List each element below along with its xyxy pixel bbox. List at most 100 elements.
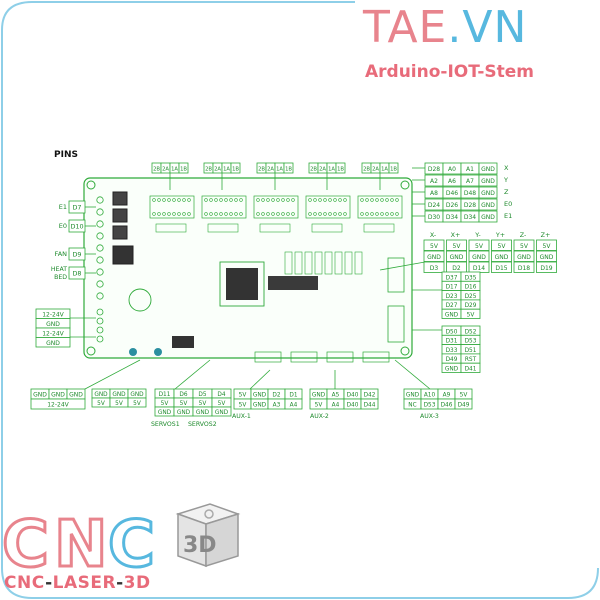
endstops: X-5VGNDD3X+5VGNDD2Y-5VGNDD14Y+5VGNDD15Z-…	[423, 231, 557, 273]
logo-caption-1: CNC	[4, 573, 46, 593]
aux2-header-pin: 5V	[315, 403, 323, 409]
stepper-pin: A6	[448, 178, 456, 185]
left-output-label: BED	[54, 274, 67, 281]
socket-pin	[204, 198, 208, 202]
stepper-axis-label: E1	[504, 212, 512, 220]
endstop-connector	[294, 251, 303, 275]
servo-pin: 5V	[133, 401, 141, 407]
servos2-label: SERVOS2	[188, 421, 217, 428]
power-input-label: GND	[46, 340, 60, 347]
stepper-pin: GND	[481, 214, 495, 221]
jumper-pin-label-cell	[283, 162, 294, 174]
servo-pin: GND	[196, 410, 210, 416]
socket-pin	[204, 212, 208, 216]
jumper-pin-label: 2B	[258, 167, 265, 173]
aux3-pin: D33	[446, 348, 458, 354]
aux3-bottom-header-pin: GND	[406, 393, 420, 399]
aux3-pin: D51	[465, 348, 477, 354]
aux-connector	[326, 351, 354, 363]
endstop-pin-cell	[491, 239, 512, 251]
socket-pin	[286, 198, 290, 202]
board-components	[96, 191, 405, 363]
endstop-connector	[284, 251, 293, 275]
cnc-logo-letters: C N C	[1, 507, 157, 584]
endstop-pin: GND	[517, 254, 531, 261]
socket-pin	[239, 212, 243, 216]
stepper-pin: D48	[464, 190, 476, 197]
aux1-header-pin: D1	[289, 393, 297, 399]
socket-pin	[261, 198, 265, 202]
stepper-pin: D46	[446, 190, 458, 197]
socket-pin	[167, 212, 171, 216]
socket-pin	[256, 212, 260, 216]
aux2-header-pin: A5	[332, 393, 340, 399]
mosfet	[112, 225, 128, 240]
aux3-bottom-header-label: AUX-3	[420, 413, 439, 420]
socket-pin	[234, 212, 238, 216]
left-output-pin-cell	[68, 266, 86, 280]
socket-pin	[172, 212, 176, 216]
aux3-pin: D53	[465, 339, 477, 345]
power-input-label: 12-24V	[42, 311, 64, 318]
socket-pin	[172, 198, 176, 202]
jumper-pin-label: 2B	[363, 167, 370, 173]
endstop-pin-cell	[513, 261, 535, 273]
endstop-pin: 5V	[543, 243, 552, 250]
aux3-connector	[387, 305, 405, 343]
left-output-pin: D8	[73, 270, 82, 278]
aux4-connector	[387, 257, 405, 293]
led	[129, 348, 137, 356]
socket-pin	[224, 212, 228, 216]
aux3-pin-cell	[460, 362, 481, 373]
screw-terminal	[96, 232, 104, 240]
jumper-pin-label: 1B	[232, 167, 239, 173]
servo-pin: D6	[179, 392, 187, 398]
jumper-pin-label: 2A	[319, 167, 326, 173]
socket-pin	[152, 198, 156, 202]
jumper-pin-label-cell	[230, 162, 241, 174]
aux4-pin: D35	[465, 275, 477, 281]
stepper-pin: GND	[481, 190, 495, 197]
servo-pin: GND	[112, 392, 126, 398]
endstop-pin-cell	[468, 250, 490, 262]
servo-pin: 5V	[218, 401, 226, 407]
aux-connector	[362, 351, 390, 363]
left-output-label: FAN	[55, 250, 68, 258]
jumper-pin-label: 1B	[337, 167, 344, 173]
jumper-block	[363, 223, 395, 233]
aux3-pin: GND	[445, 366, 459, 372]
socket-pin	[271, 212, 275, 216]
socket-pin	[291, 212, 295, 216]
socket-pin	[214, 212, 218, 216]
endstop-connector	[344, 251, 353, 275]
screw-terminal	[96, 208, 104, 216]
screw-terminal	[96, 268, 104, 276]
aux3-bottom-header-pin: D49	[458, 403, 470, 409]
socket-pin	[276, 198, 280, 202]
endstop-pin: 5V	[475, 243, 484, 250]
screw-terminal	[96, 280, 104, 288]
stepper-pin: D30	[428, 214, 440, 221]
servos1-label: SERVOS1	[151, 421, 180, 428]
left-output-label: E1	[59, 203, 67, 211]
socket-pin	[318, 212, 322, 216]
leader-line	[249, 369, 271, 390]
logo-cube-icon: 3D	[175, 503, 241, 568]
servo-pin: GND	[177, 410, 191, 416]
socket-pin	[313, 212, 317, 216]
endstop-pin: 5V	[453, 243, 462, 250]
socket-pin	[214, 198, 218, 202]
socket-pin	[266, 198, 270, 202]
servo-pin-cell	[211, 406, 232, 417]
socket-pin	[162, 198, 166, 202]
endstop-axis-label: Y+	[495, 231, 505, 239]
socket-pin	[187, 198, 191, 202]
stepper-pin: GND	[481, 178, 495, 185]
left-output-label: HEAT	[51, 266, 67, 273]
jumper-pin-label: 1A	[223, 167, 230, 173]
